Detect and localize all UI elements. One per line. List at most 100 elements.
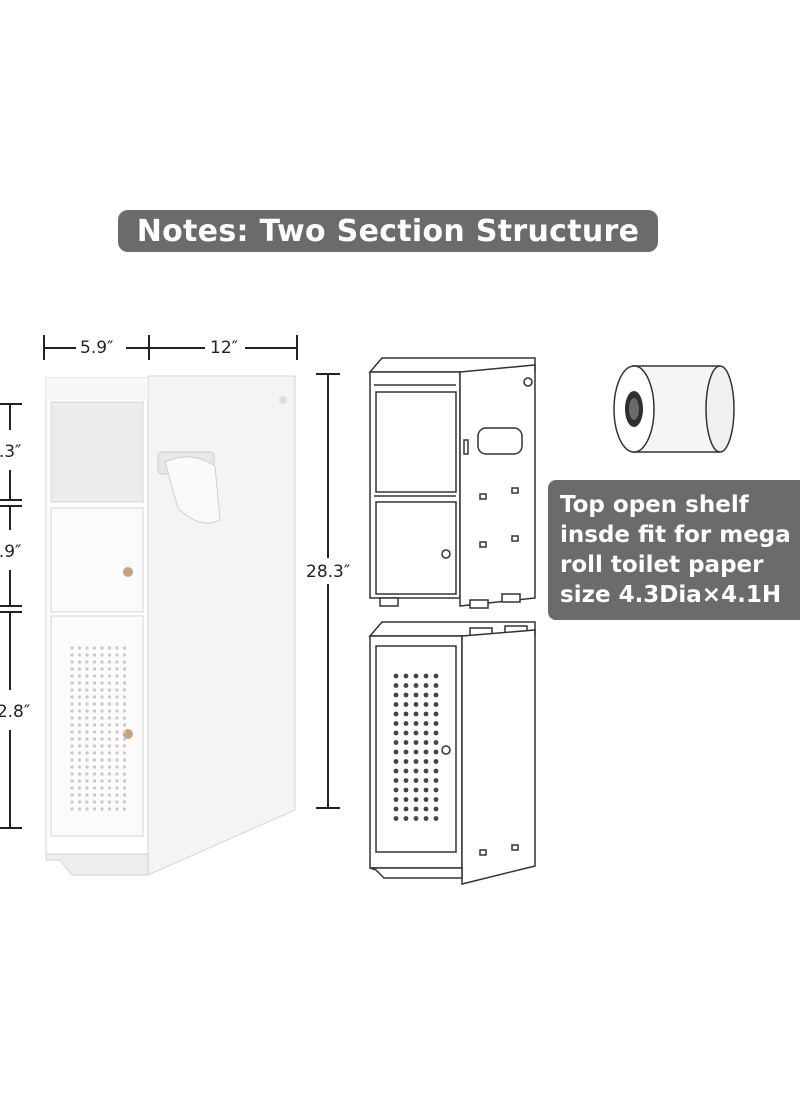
vent-dot [70, 709, 74, 713]
vent-dot [77, 730, 82, 734]
vent-dot [85, 674, 89, 678]
vent-dot [433, 787, 439, 793]
vent-dot [100, 765, 104, 769]
vent-dot [433, 721, 439, 726]
vent-dot [70, 674, 74, 678]
vent-dot [77, 695, 82, 699]
vent-dot [107, 723, 112, 727]
vent-dot [413, 787, 419, 793]
vent-dot [115, 758, 119, 762]
vent-dot [85, 660, 89, 664]
vent-dot [393, 740, 399, 745]
vent-dot [403, 816, 409, 821]
vent-dot [107, 660, 112, 664]
vent-dot [403, 768, 409, 774]
vent-dot [433, 816, 439, 821]
vent-dot [77, 653, 82, 657]
vent-dot [100, 800, 104, 804]
vent-dot [107, 793, 112, 797]
vent-dot [423, 740, 429, 745]
vent-dot [92, 688, 97, 692]
vent-dot [70, 646, 74, 650]
vent-dot [393, 787, 399, 793]
vent-dot [433, 749, 439, 755]
vent-dot [107, 758, 112, 762]
vent-dot [423, 702, 429, 707]
vent-dot [115, 765, 119, 769]
vent-dot [92, 765, 97, 769]
vent-dot [77, 744, 82, 748]
vent-dot [423, 730, 429, 736]
vent-dot [403, 711, 409, 717]
vent-dot [92, 807, 97, 811]
vent-dot [100, 716, 104, 720]
vent-dot [70, 765, 74, 769]
vent-dot [423, 806, 429, 812]
vent-dot [403, 702, 409, 707]
vent-dot [77, 765, 82, 769]
vent-dot [122, 751, 127, 755]
vent-dot [433, 797, 439, 802]
vent-dot [413, 759, 419, 764]
vent-dot [393, 816, 399, 821]
dim-shelf-bottom-label: 12.8″ [0, 702, 31, 722]
vent-dot [122, 695, 127, 699]
vent-dot [403, 730, 409, 736]
vent-dot [92, 695, 97, 699]
vent-dot [107, 779, 112, 783]
vent-dot [70, 737, 74, 741]
vent-dot [77, 667, 82, 671]
vent-dot [100, 723, 104, 727]
vent-dot [85, 730, 89, 734]
vent-dot [92, 709, 97, 713]
vent-dot [100, 660, 104, 664]
vent-dot [413, 702, 419, 707]
vent-dot [107, 709, 112, 713]
vent-dot [115, 674, 119, 678]
vent-dot [403, 721, 409, 726]
vent-dot [122, 786, 127, 790]
vent-dot [115, 751, 119, 755]
vent-dot [115, 688, 119, 692]
vent-dot [85, 793, 89, 797]
vent-dot [115, 730, 119, 734]
vent-dot [92, 653, 97, 657]
vent-dot [92, 793, 97, 797]
vent-dot [92, 779, 97, 783]
vent-dot [100, 786, 104, 790]
vent-dot [403, 797, 409, 802]
vent-dot [85, 646, 89, 650]
vent-dot [423, 673, 429, 679]
vent-dot [77, 716, 82, 720]
vent-dot [393, 759, 399, 764]
vent-dot [423, 721, 429, 726]
vent-dot [77, 800, 82, 804]
vent-dot [92, 800, 97, 804]
vent-dot [85, 772, 89, 776]
vent-dot [122, 660, 127, 664]
vent-dot [403, 673, 409, 679]
vent-dot [85, 709, 89, 713]
vent-dot [92, 744, 97, 748]
vent-dot [107, 786, 112, 790]
vent-dot [100, 695, 104, 699]
vent-dot [100, 730, 104, 734]
vent-dot [115, 786, 119, 790]
vent-dot [70, 758, 74, 762]
vent-dot [100, 807, 104, 811]
vent-dot [423, 778, 429, 783]
vent-dot [122, 674, 127, 678]
vent-dot [77, 807, 82, 811]
vent-dot [115, 772, 119, 776]
vent-dot [70, 807, 74, 811]
vent-dot [85, 653, 89, 657]
vent-dot [85, 751, 89, 755]
vent-dot [100, 751, 104, 755]
vent-dot [92, 681, 97, 685]
vent-dot [122, 772, 127, 776]
note-line-1: Top open shelf [560, 492, 749, 518]
vent-dot [413, 673, 419, 679]
vent-dot [115, 653, 119, 657]
vent-dot [92, 716, 97, 720]
vent-dot [77, 660, 82, 664]
